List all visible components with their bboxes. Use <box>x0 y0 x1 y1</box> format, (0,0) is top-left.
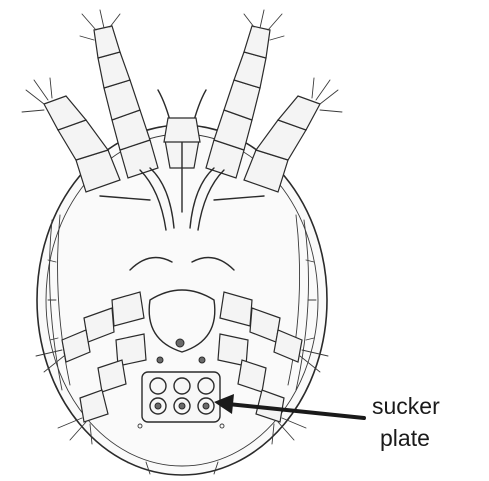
annotation-label-line1: sucker <box>372 393 440 419</box>
sucker-plate <box>138 372 224 428</box>
annotation-label-line2: plate <box>380 425 430 451</box>
